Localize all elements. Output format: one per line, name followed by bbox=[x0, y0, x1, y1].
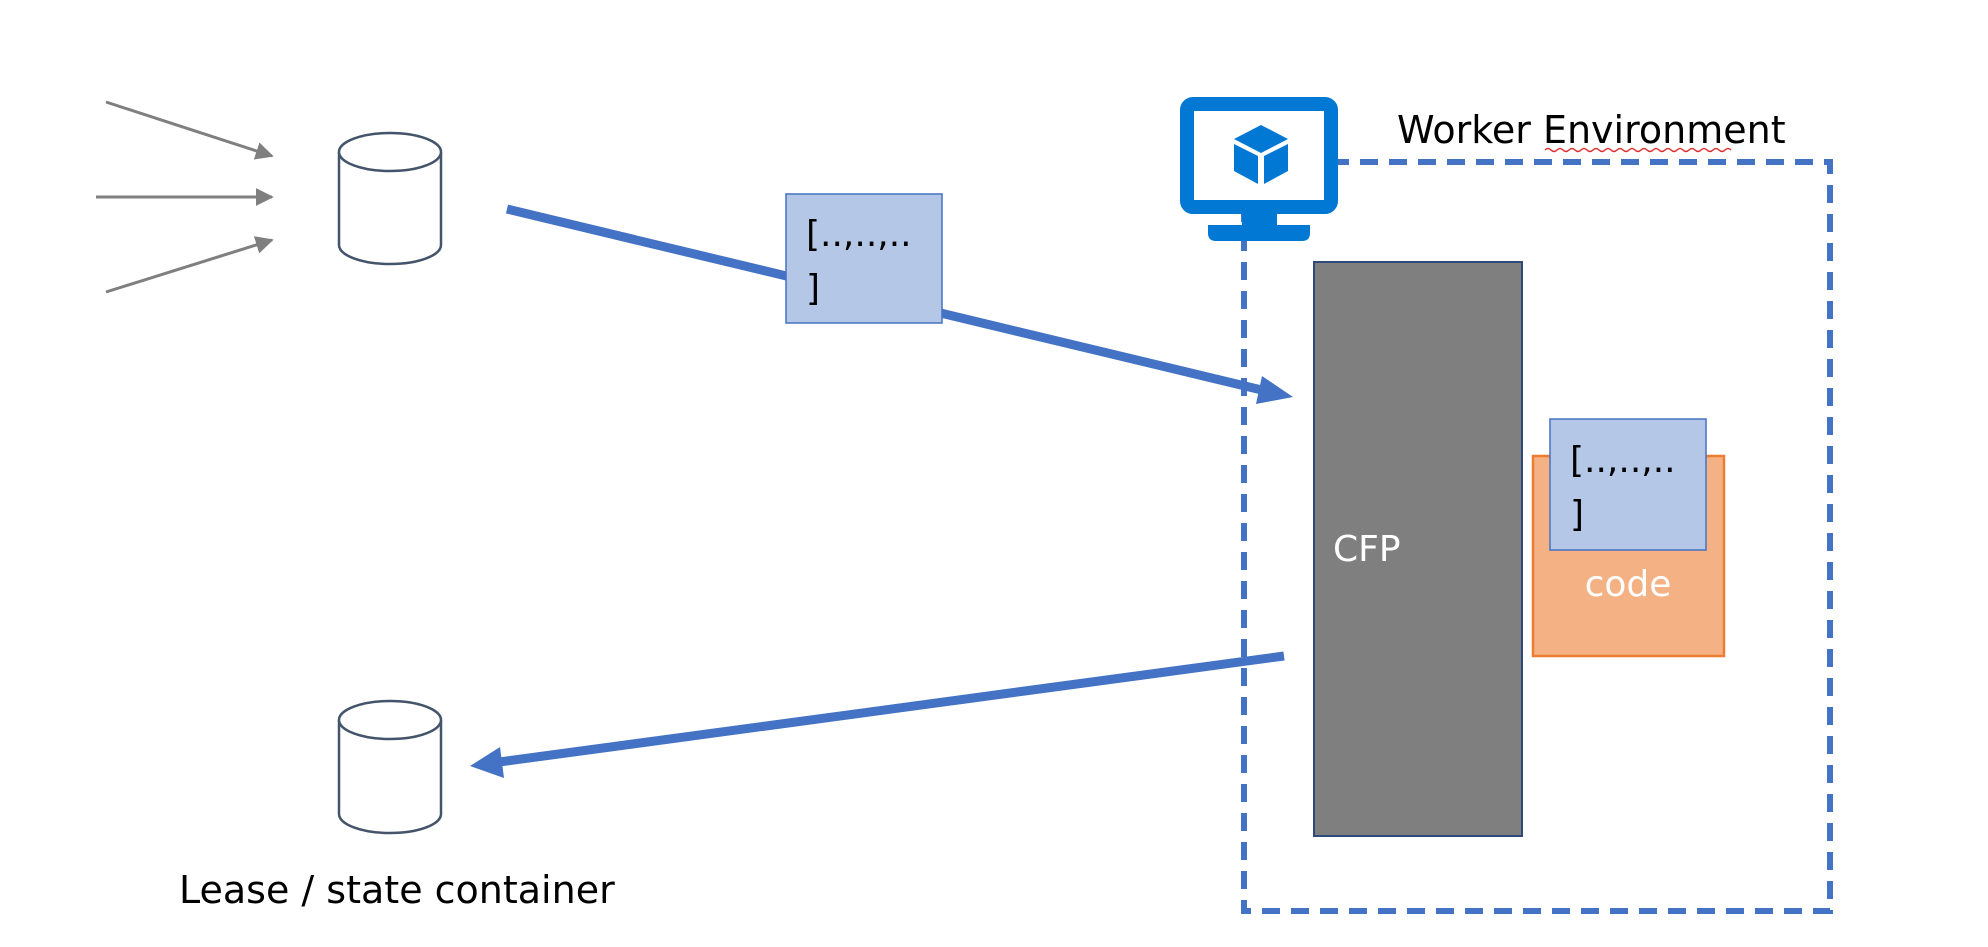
worker-environment-boundary bbox=[1241, 159, 1833, 914]
processor-label: CFP bbox=[1333, 529, 1401, 570]
incoming-arrows bbox=[96, 100, 274, 294]
checkpoint-arrow bbox=[491, 651, 1285, 768]
batch-text-line2: ] bbox=[1570, 494, 1584, 535]
batch-in-transit: [..,..,.. ] bbox=[785, 193, 943, 324]
batch-in-code: [..,..,.. ] bbox=[1549, 418, 1707, 551]
vm-monitor-icon bbox=[1180, 97, 1338, 241]
lease-container-label: Lease / state container bbox=[179, 868, 615, 912]
batch-text-line2: ] bbox=[806, 268, 820, 309]
batch-text-line1: [..,..,.. bbox=[1570, 440, 1676, 481]
batch-text-line1: [..,..,.. bbox=[806, 214, 912, 255]
checkpoint-arrow-head bbox=[470, 747, 504, 778]
spellcheck-underline bbox=[1544, 147, 1732, 153]
monitored-container-icon bbox=[337, 131, 443, 266]
incoming-arrow bbox=[105, 236, 274, 294]
lease-container-icon bbox=[337, 699, 443, 835]
incoming-arrow bbox=[105, 100, 274, 160]
batch-box bbox=[785, 193, 943, 324]
code-label: code bbox=[1585, 564, 1672, 605]
batch-box bbox=[1549, 418, 1707, 551]
package-cube-icon bbox=[1234, 125, 1288, 184]
feed-arrow-head bbox=[1256, 376, 1293, 404]
processor-block bbox=[1313, 261, 1523, 837]
worker-environment-title: Worker Environment bbox=[1397, 108, 1786, 152]
